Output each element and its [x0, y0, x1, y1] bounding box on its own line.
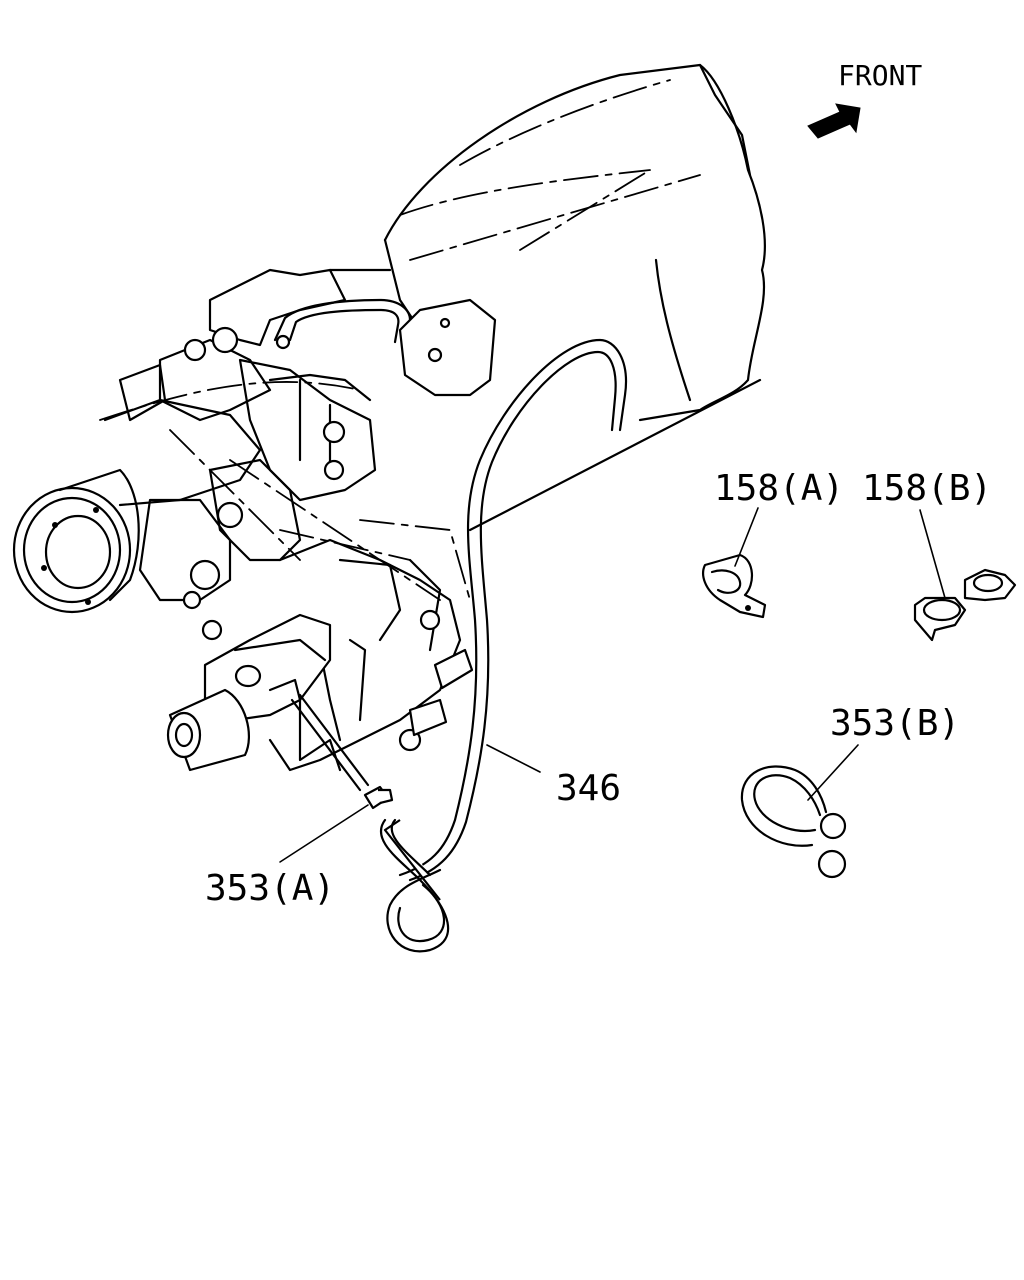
clamp-158a-shape	[702, 553, 767, 619]
clip-353b-shape	[740, 765, 847, 879]
clamp-158b-shape	[913, 568, 1017, 642]
label-158a: 158(A)	[714, 468, 844, 509]
label-353b: 353(B)	[830, 703, 960, 744]
leader-lines	[279, 507, 946, 863]
breather-pipe	[273, 298, 497, 397]
label-346: 346	[556, 768, 621, 809]
hose-346	[379, 338, 628, 953]
output-flange	[12, 468, 140, 614]
front-arrow-icon	[807, 103, 861, 139]
front-label: FRONT	[838, 59, 922, 92]
clip-353a-shape	[363, 785, 394, 810]
label-158b: 158(B)	[862, 468, 992, 509]
transmission-case	[99, 268, 474, 772]
transmission-bell-housing	[328, 63, 766, 532]
actuator-assembly	[166, 613, 370, 792]
label-353a: 353(A)	[205, 868, 335, 909]
